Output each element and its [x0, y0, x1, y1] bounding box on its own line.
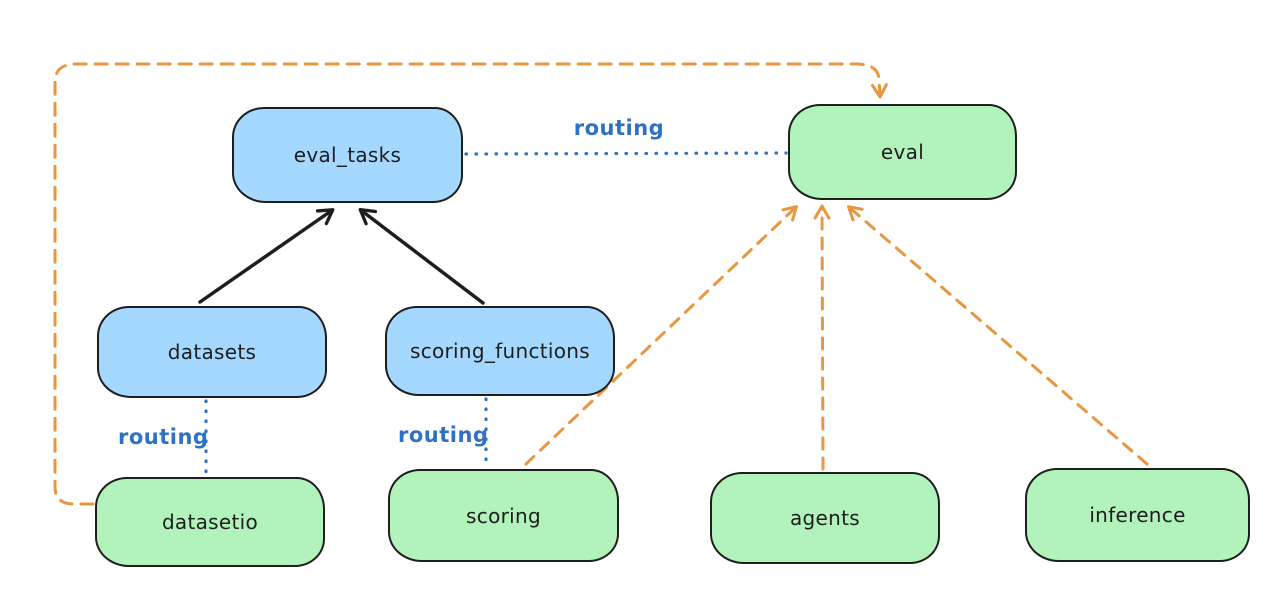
edge-label-routing-scoring-functions-scoring: routing: [398, 423, 489, 447]
edge-inference-to-eval: [846, 205, 1149, 466]
edge-label-routing-eval-tasks-eval: routing: [573, 116, 665, 140]
node-agents: agents: [710, 472, 940, 564]
edge-label-routing-datasets-datasetio: routing: [118, 425, 209, 449]
edge-eval-tasks-to-eval: [464, 151, 788, 156]
node-inference-label: inference: [1089, 503, 1186, 527]
node-eval-label: eval: [880, 140, 925, 164]
edge-scoring-functions-to-eval-tasks: [358, 208, 485, 305]
edge-datasetio-to-eval: [53, 62, 888, 506]
node-datasets: datasets: [97, 306, 327, 398]
node-scoring: scoring: [388, 469, 619, 562]
node-datasets-label: datasets: [167, 340, 257, 364]
edge-agents-to-eval: [813, 204, 831, 471]
node-scoring-label: scoring: [466, 503, 541, 528]
node-eval-tasks-label: eval_tasks: [293, 143, 402, 167]
node-eval-tasks: eval_tasks: [232, 107, 463, 203]
edge-datasets-to-eval-tasks: [198, 208, 335, 304]
node-eval: eval: [788, 104, 1017, 200]
node-scoring-functions-label: scoring_functions: [409, 339, 591, 363]
node-datasetio: datasetio: [95, 477, 325, 567]
edge-scoring-to-eval: [524, 205, 798, 466]
node-scoring-functions: scoring_functions: [385, 306, 615, 396]
node-inference: inference: [1025, 468, 1250, 562]
node-agents-label: agents: [790, 506, 860, 530]
node-datasetio-label: datasetio: [161, 510, 259, 534]
